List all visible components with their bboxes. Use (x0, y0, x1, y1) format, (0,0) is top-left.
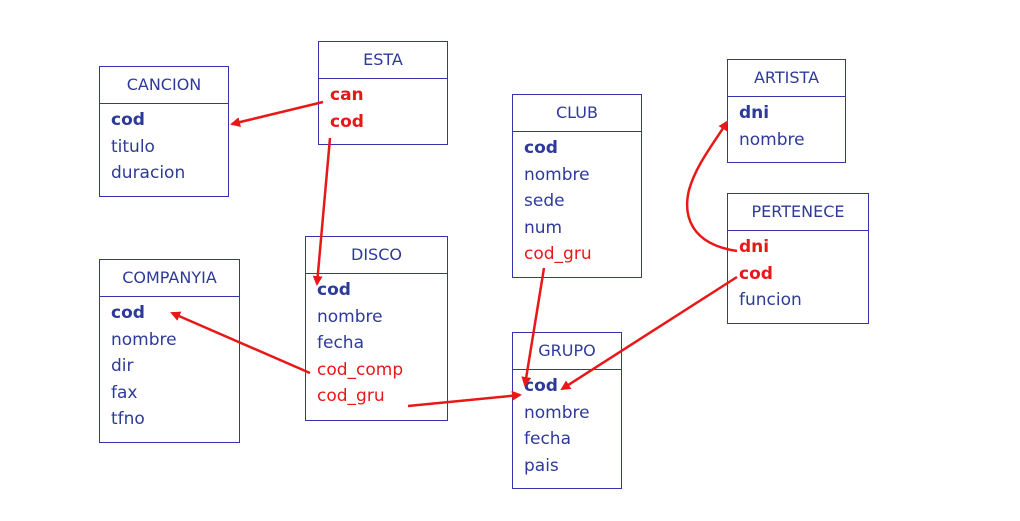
field-artista-dni: dni (739, 103, 770, 123)
table-cancion: CANCION cod titulo duracion (99, 66, 229, 197)
table-artista: ARTISTA dni nombre (727, 59, 846, 163)
field-disco-cod-comp: cod_comp (317, 359, 404, 380)
field-club-sede: sede (524, 191, 565, 211)
table-title-club: CLUB (513, 95, 641, 132)
field-cancion-titulo: titulo (111, 136, 155, 157)
field-companyia-tfno: tfno (111, 409, 145, 429)
table-disco: DISCO cod nombre fecha cod_comp cod_gru (305, 236, 448, 421)
field-companyia-dir: dir (111, 356, 134, 376)
field-pertenece-cod: cod (739, 263, 773, 284)
table-title-grupo: GRUPO (513, 333, 621, 370)
table-title-disco: DISCO (306, 237, 447, 274)
field-companyia-nombre: nombre (111, 329, 177, 350)
field-companyia-fax: fax (111, 382, 138, 403)
table-title-esta: ESTA (319, 42, 447, 79)
field-companyia-cod: cod (111, 303, 145, 323)
table-title-cancion: CANCION (100, 67, 228, 104)
field-grupo-pais: pais (524, 455, 559, 476)
field-artista-nombre: nombre (739, 129, 805, 150)
field-grupo-cod: cod (524, 376, 558, 396)
table-title-pertenece: PERTENECE (728, 194, 868, 231)
field-grupo-nombre: nombre (524, 402, 590, 423)
field-pertenece-funcion: funcion (739, 290, 802, 310)
table-companyia: COMPANYIA cod nombre dir fax tfno (99, 259, 240, 443)
field-disco-cod-gru: cod_gru (317, 386, 385, 406)
field-cancion-cod: cod (111, 110, 145, 130)
field-cancion-duracion: duracion (111, 163, 186, 183)
field-disco-cod: cod (317, 280, 351, 300)
table-esta: ESTA can cod (318, 41, 448, 145)
table-grupo: GRUPO cod nombre fecha pais (512, 332, 622, 489)
table-title-companyia: COMPANYIA (100, 260, 239, 297)
table-title-artista: ARTISTA (728, 60, 845, 97)
field-disco-fecha: fecha (317, 333, 364, 353)
table-club: CLUB cod nombre sede num cod_gru (512, 94, 642, 278)
field-grupo-fecha: fecha (524, 429, 571, 449)
field-club-cod-gru: cod_gru (524, 244, 592, 264)
field-club-num: num (524, 217, 563, 238)
field-club-nombre: nombre (524, 164, 590, 185)
field-esta-can: can (330, 85, 364, 105)
arrow-esta-can-to-cancion-cod (230, 100, 324, 127)
field-club-cod: cod (524, 138, 558, 158)
field-esta-cod: cod (330, 111, 364, 132)
field-disco-nombre: nombre (317, 306, 383, 327)
field-pertenece-dni: dni (739, 237, 770, 257)
table-pertenece: PERTENECE dni cod funcion (727, 193, 869, 324)
